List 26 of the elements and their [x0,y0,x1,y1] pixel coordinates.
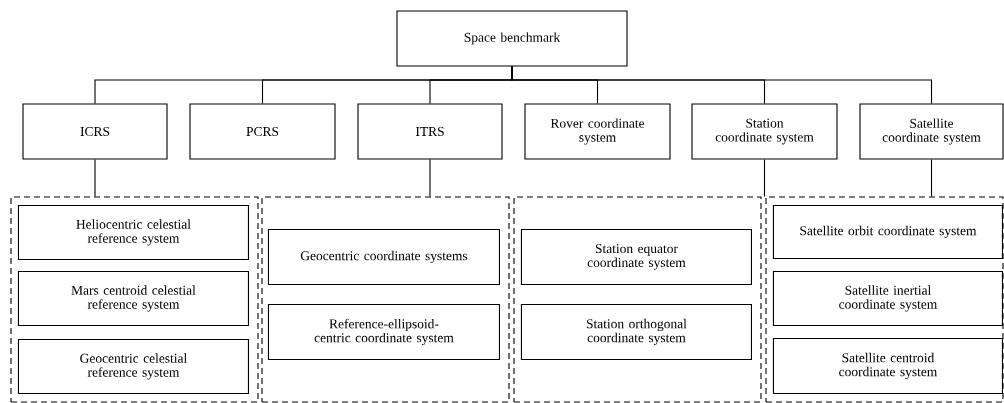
connector-line [511,66,933,104]
connector-line [94,159,96,197]
box: Station orthogonal coordinate system [520,303,752,360]
box: Satellite centroid coordinate system [772,337,1003,394]
dashed-group-box [261,196,510,403]
box: Geocentric coordinate systems [267,228,500,285]
box: ITRS [357,103,503,160]
connector-line [930,159,933,197]
connector-line [429,159,431,197]
box: PCRS [189,103,336,160]
box: Station equator coordinate system [520,228,752,285]
box: Station coordinate system [691,103,838,160]
box: Satellite coordinate system [859,103,1004,160]
box: Satellite inertial coordinate system [772,270,1003,326]
box: Rover coordinate system [524,103,671,160]
box: Heliocentric celestial reference system [17,204,249,260]
box: Reference-ellipsoid-centric coordinate system [267,303,500,360]
box: ICRS [22,103,168,160]
box: Mars centroid celestial reference system [17,270,249,326]
box: Space benchmark [396,10,628,67]
dashed-group-box [765,196,1004,403]
box: Satellite orbit coordinate system [772,204,1003,259]
dashed-group-box [513,196,762,403]
dashed-group-box [10,196,259,403]
connector-line [763,159,766,197]
box: Geocentric celestial reference system [17,338,249,394]
